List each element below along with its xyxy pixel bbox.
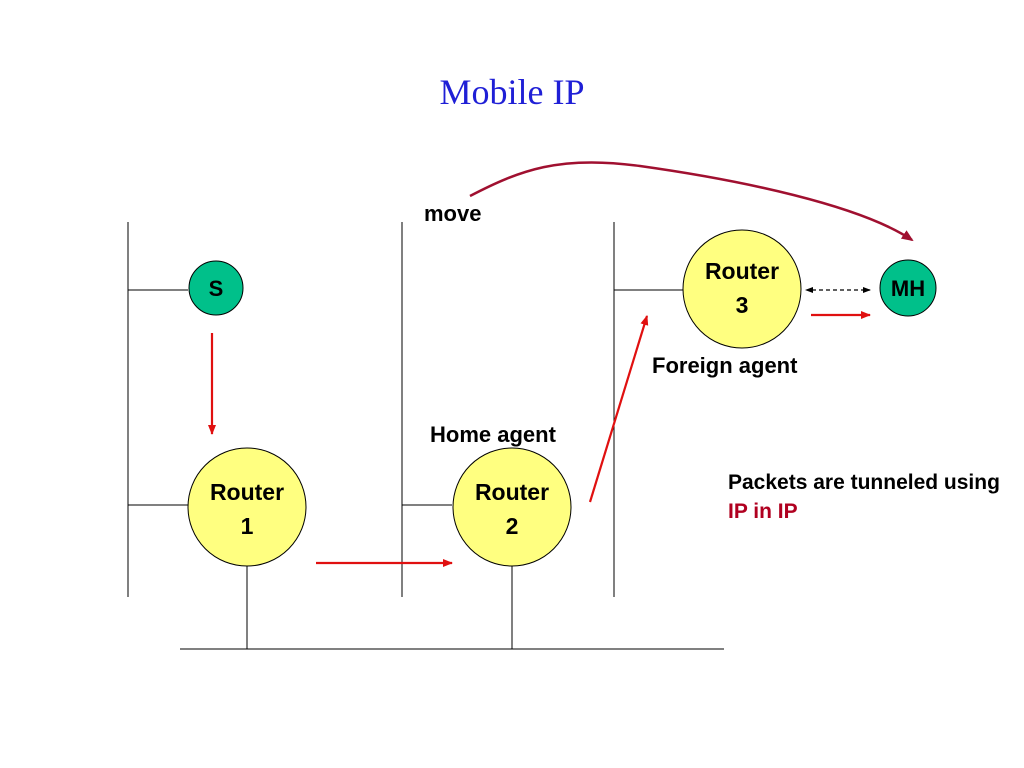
router-2: Router 2 <box>452 447 572 567</box>
router-3-label-line2: 3 <box>736 292 749 318</box>
slide-title: Mobile IP <box>439 72 585 112</box>
tunneling-note-highlight: IP in IP <box>728 500 798 523</box>
packet-arrow-router2-to-router3 <box>588 315 649 503</box>
router-1: Router 1 <box>187 447 307 567</box>
move-label: move <box>424 201 481 226</box>
foreign-agent-label: Foreign agent <box>652 353 798 378</box>
host-s: S <box>188 260 244 316</box>
router-1-label-line1: Router <box>210 479 284 505</box>
router-3: Router 3 <box>682 229 802 349</box>
router-2-label-line2: 2 <box>506 513 519 539</box>
host-s-label: S <box>209 276 224 301</box>
tunneling-note-text: Packets are tunneled using <box>728 471 1000 494</box>
mobile-host-label: MH <box>891 276 925 301</box>
router-2-label-line1: Router <box>475 479 549 505</box>
move-arrow <box>469 161 914 242</box>
mobile-host: MH <box>879 259 937 317</box>
home-agent-label: Home agent <box>430 422 557 447</box>
router-3-label-line1: Router <box>705 258 779 284</box>
router-1-label-line2: 1 <box>241 513 254 539</box>
tunneling-note: Packets are tunneled using IP in IP <box>728 468 1008 526</box>
